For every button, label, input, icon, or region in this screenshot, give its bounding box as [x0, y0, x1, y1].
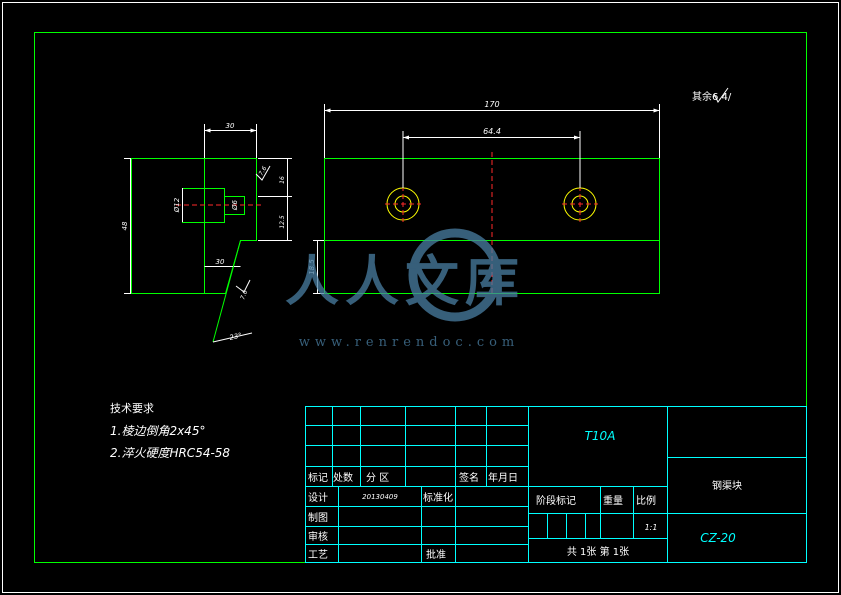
counterbore-hole-left	[385, 186, 421, 222]
label-design: 设计	[308, 491, 328, 504]
tech-requirement-item: 1.棱边倒角2x45°	[110, 424, 205, 438]
roughness-note: 其余6.4/	[692, 87, 732, 103]
dimension-front-length-text: 170	[484, 100, 499, 109]
dimension-slope-1-text: 7.6	[258, 165, 269, 177]
side-view-profile	[204, 158, 257, 294]
dimension-front-height-text: 18.5	[308, 259, 316, 275]
dimension-side-bore-text: Ø12	[173, 197, 181, 213]
label-stage: 阶段标记	[536, 494, 576, 507]
dimension-hole-spacing-text: 64.4	[483, 127, 501, 136]
watermark: 人人文库 www.renrendoc.com	[285, 228, 525, 350]
drawing-number: CZ-20	[700, 531, 736, 545]
tech-requirements-heading: 技术要求	[110, 402, 154, 415]
sheet-info: 共 1张 第 1张	[567, 545, 629, 558]
label-process: 工艺	[308, 549, 328, 561]
tech-requirements: 技术要求 1.棱边倒角2x45° 2.淬火硬度HRC54-58	[110, 402, 230, 460]
label-scale: 比例	[636, 494, 656, 507]
label-review: 审核	[308, 530, 328, 543]
side-view-body	[131, 158, 205, 294]
label-date: 年月日	[488, 471, 518, 484]
watermark-url: www.renrendoc.com	[299, 335, 520, 350]
dimension-side-lower-text: 30	[216, 258, 225, 266]
label-zone: 分 区	[366, 472, 389, 484]
label-weight: 重量	[603, 494, 623, 507]
dimension-side-width-text: 30	[226, 122, 235, 130]
tech-requirement-item: 2.淬火硬度HRC54-58	[110, 446, 230, 460]
dimension-front-height: 18.5	[308, 240, 324, 294]
material-value: T10A	[585, 429, 616, 443]
label-mark: 标记	[308, 472, 328, 484]
dimension-side-height-text: 48	[121, 221, 129, 230]
dimension-hole-spacing: 64.4	[402, 127, 581, 188]
side-view: 30 48 Ø12 Ø6 16 12.5 7.6 30 7.6 23°	[121, 122, 292, 343]
watermark-text: 人人文库	[285, 250, 525, 313]
label-sign: 签名	[459, 471, 479, 484]
counterbore-hole-right	[562, 186, 598, 222]
part-name: 钢渠块	[712, 479, 742, 492]
dimension-angle-text: 23°	[229, 332, 243, 342]
dimension-front-length: 170	[324, 100, 660, 158]
front-view: 170 64.4 18.5 其余6.4/	[308, 87, 732, 296]
label-standard: 标准化	[423, 491, 453, 504]
dimension-side-h2-text: 12.5	[279, 215, 286, 229]
dimension-side-h1-text: 16	[279, 176, 286, 184]
design-date-value: 20130409	[362, 493, 398, 501]
dimension-side-hole-text: Ø6	[231, 199, 239, 211]
roughness-note-text: 其余6.4/	[692, 90, 732, 103]
label-approve: 批准	[426, 548, 446, 561]
label-count: 处数	[333, 471, 353, 484]
dimension-slope-2-text: 7.6	[239, 289, 249, 301]
scale-value: 1:1	[645, 523, 658, 532]
label-drafting: 制图	[308, 511, 328, 524]
title-block: 标记 处数 分 区 签名 年月日 设计 20130409 标准化 制图 审核 工…	[305, 406, 807, 563]
watermark-logo	[408, 228, 502, 322]
